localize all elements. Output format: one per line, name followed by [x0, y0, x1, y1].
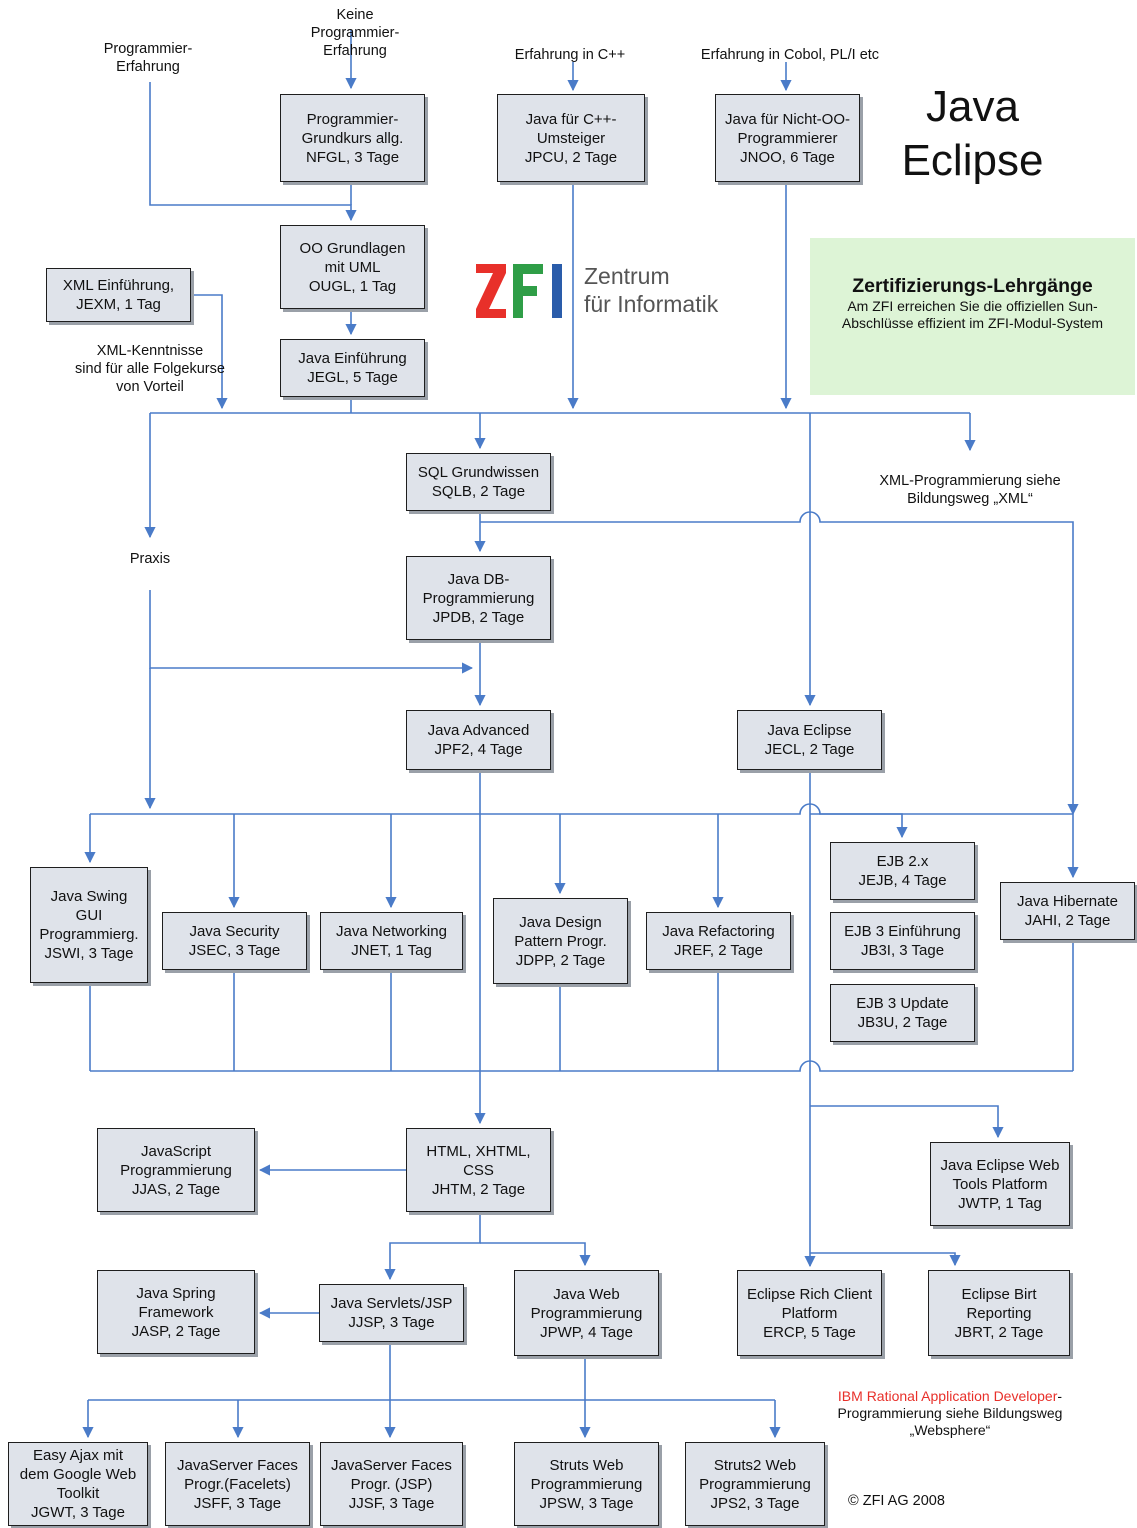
- label-xml-programmierung: XML-Programmierung siehe Bildungsweg „XM…: [879, 473, 1061, 507]
- connector-arrow: [480, 1242, 591, 1267]
- connector-line: [90, 803, 1073, 815]
- course-jejb[interactable]: EJB 2.x JEJB, 4 Tage: [830, 842, 975, 900]
- course-jegl[interactable]: Java Einführung JEGL, 5 Tage: [280, 339, 425, 397]
- label-erfahrung-cobol: Erfahrung in Cobol, PL/I etc: [700, 47, 880, 63]
- label-programmier-erfahrung: Programmier- Erfahrung: [103, 41, 193, 75]
- copyright: © ZFI AG 2008: [848, 1493, 945, 1509]
- connector-arrow: [810, 813, 908, 839]
- course-jpdb[interactable]: Java DB- Programmierung JPDB, 2 Tage: [406, 556, 551, 640]
- course-jjas[interactable]: JavaScript Programmierung JJAS, 2 Tage: [97, 1128, 255, 1212]
- connector-arrow: [810, 1252, 961, 1267]
- course-jecl[interactable]: Java Eclipse JECL, 2 Tage: [737, 710, 882, 770]
- course-jnet[interactable]: Java Networking JNET, 1 Tag: [320, 912, 463, 970]
- certification-text: Am ZFI erreichen Sie die offiziellen Sun…: [841, 298, 1104, 331]
- label-xml-kenntnisse: XML-Kenntnisse sind für alle Folgekurse …: [75, 343, 225, 395]
- connector-arrow: [191, 294, 228, 410]
- zfi-logo: Zentrum für Informatik: [476, 258, 776, 328]
- label-erfahrung-cpp: Erfahrung in C++: [514, 47, 626, 63]
- course-jps2[interactable]: Struts2 Web Programmierung JPS2, 3 Tage: [685, 1442, 825, 1526]
- course-jdpp[interactable]: Java Design Pattern Progr. JDPP, 2 Tage: [493, 898, 628, 984]
- course-jpf2[interactable]: Java Advanced JPF2, 4 Tage: [406, 710, 551, 770]
- course-jref[interactable]: Java Refactoring JREF, 2 Tage: [646, 912, 791, 970]
- course-jasp[interactable]: Java Spring Framework JASP, 2 Tage: [97, 1270, 255, 1354]
- course-jbrt[interactable]: Eclipse Birt Reporting JBRT, 2 Tage: [928, 1270, 1070, 1356]
- connector-line: [90, 1060, 1073, 1072]
- certification-heading: Zertifizierungs-Lehrgänge: [852, 275, 1093, 297]
- ibm-note-rest: Programmierung siehe Bildungsweg „Websph…: [837, 1405, 1063, 1438]
- ibm-note-dash: -: [1057, 1388, 1063, 1404]
- course-jpsw[interactable]: Struts Web Programmierung JPSW, 3 Tage: [514, 1442, 659, 1526]
- course-jjsf[interactable]: JavaServer Faces Progr. (JSP) JJSF, 3 Ta…: [320, 1442, 463, 1526]
- course-jpwp[interactable]: Java Web Programmierung JPWP, 4 Tage: [514, 1270, 659, 1356]
- zfi-logo-mark: [476, 264, 562, 318]
- course-jsec[interactable]: Java Security JSEC, 3 Tage: [162, 912, 307, 970]
- course-jpcu[interactable]: Java für C++- Umsteiger JPCU, 2 Tage: [497, 94, 645, 182]
- page-title: Java Eclipse: [901, 82, 1044, 185]
- ibm-note-red: IBM Rational Application Developer: [837, 1388, 1058, 1404]
- course-jahi[interactable]: Java Hibernate JAHI, 2 Tage: [1000, 882, 1135, 940]
- course-jb3u[interactable]: EJB 3 Update JB3U, 2 Tage: [830, 984, 975, 1042]
- course-nfgl[interactable]: Programmier- Grundkurs allg. NFGL, 3 Tag…: [280, 94, 425, 182]
- course-jjsp[interactable]: Java Servlets/JSP JJSP, 3 Tage: [319, 1284, 464, 1342]
- course-ercp[interactable]: Eclipse Rich Client Platform ERCP, 5 Tag…: [737, 1270, 882, 1356]
- course-ougl[interactable]: OO Grundlagen mit UML OUGL, 1 Tag: [280, 225, 425, 309]
- label-keine-erfahrung: Keine Programmier- Erfahrung: [310, 7, 400, 59]
- course-sqlb[interactable]: SQL Grundwissen SQLB, 2 Tage: [406, 453, 551, 511]
- course-jsff[interactable]: JavaServer Faces Progr.(Facelets) JSFF, …: [165, 1442, 310, 1526]
- course-jb3i[interactable]: EJB 3 Einführung JB3I, 3 Tage: [830, 912, 975, 970]
- label-praxis: Praxis: [129, 551, 171, 567]
- connector-arrow: [480, 511, 1079, 816]
- course-jhtm[interactable]: HTML, XHTML, CSS JHTM, 2 Tage: [406, 1128, 551, 1212]
- course-jexm[interactable]: XML Einführung, JEXM, 1 Tag: [46, 268, 191, 322]
- course-jwtp[interactable]: Java Eclipse Web Tools Platform JWTP, 1 …: [930, 1142, 1070, 1226]
- course-jswi[interactable]: Java Swing GUI Programmierg. JSWI, 3 Tag…: [30, 867, 148, 983]
- zfi-logo-text: Zentrum für Informatik: [584, 263, 719, 317]
- connector-arrow: [810, 1105, 1004, 1139]
- connector-arrow: [384, 1212, 481, 1281]
- certification-box: Zertifizierungs-Lehrgänge Am ZFI erreich…: [810, 238, 1135, 395]
- course-jnoo[interactable]: Java für Nicht-OO- Programmierer JNOO, 6…: [715, 94, 860, 182]
- ibm-note: IBM Rational Application Developer- Prog…: [800, 1388, 1100, 1439]
- course-jgwt[interactable]: Easy Ajax mit dem Google Web Toolkit JGW…: [8, 1442, 148, 1526]
- connector-arrow: [149, 82, 357, 222]
